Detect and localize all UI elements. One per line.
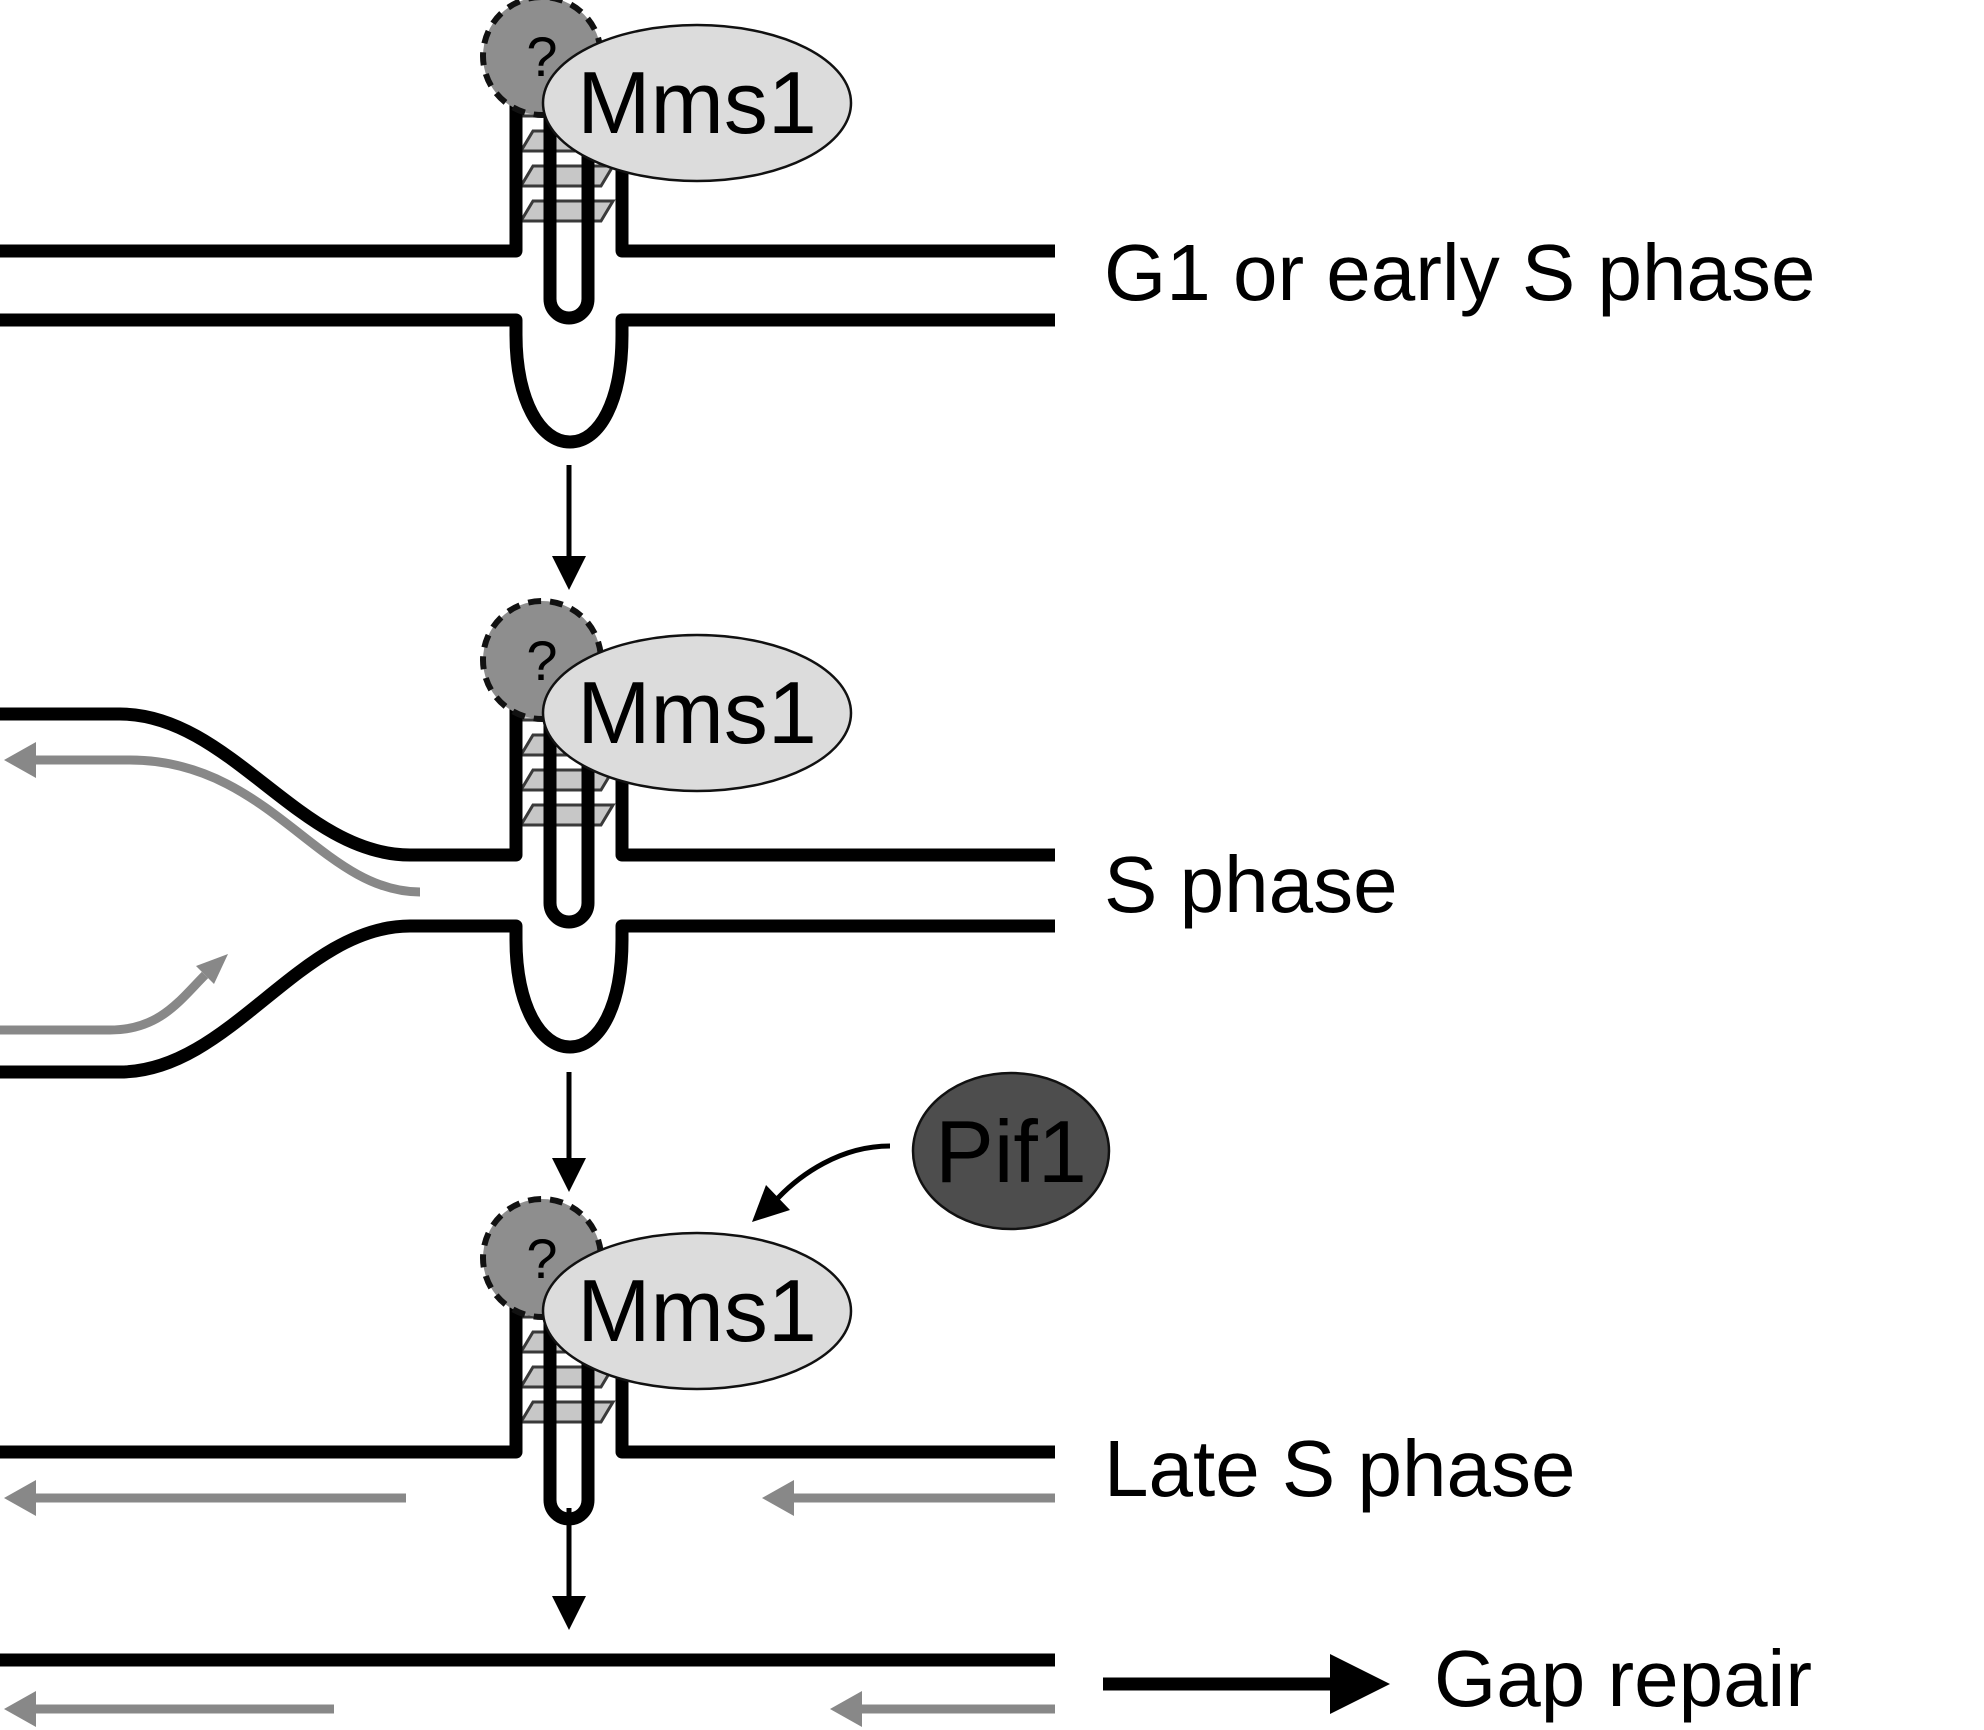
mms1-protein — [541, 23, 853, 183]
mms1-label: Mms1 — [577, 1261, 817, 1360]
stage-label-g1: G1 or early S phase — [1104, 228, 1815, 317]
nascent-arrowhead — [196, 954, 228, 984]
outcome-label: Gap repair — [1434, 1634, 1812, 1723]
mms1-label: Mms1 — [577, 53, 817, 152]
unknown-factor-label: ? — [526, 629, 557, 692]
mms1-protein — [541, 1231, 853, 1391]
pif1-protein — [911, 1071, 1111, 1231]
nascent-arrowhead — [4, 742, 36, 778]
mms1-protein — [541, 633, 853, 793]
stage-label-s: S phase — [1104, 840, 1398, 929]
progression-arrow — [552, 465, 586, 590]
dna-bottom-strand — [0, 313, 1055, 449]
pif1-recruit-arrowhead — [752, 1185, 790, 1222]
nascent-arrowhead — [4, 1691, 36, 1727]
outcome-arrowhead — [1330, 1654, 1390, 1714]
stage-g1: ? Mms1 G1 or early S phase — [0, 0, 1815, 449]
unknown-factor-label: ? — [526, 1227, 557, 1290]
stage-s: ? Mms1 S phase — [0, 598, 1398, 1079]
nascent-strand-lagging — [0, 971, 209, 1035]
nascent-strand-leading — [30, 755, 421, 897]
nascent-arrowhead — [830, 1691, 862, 1727]
pif1-label: Pif1 — [935, 1102, 1087, 1201]
nascent-arrowhead — [4, 1480, 36, 1516]
pif1-recruit-arrow — [776, 1143, 891, 1200]
progression-arrow — [552, 1508, 586, 1630]
stage-gap-repair: Gap repair — [0, 1634, 1812, 1727]
mms1-label: Mms1 — [577, 663, 817, 762]
stage-label-late-s: Late S phase — [1104, 1424, 1575, 1513]
dna-bottom-strand — [0, 919, 1055, 1079]
nascent-arrowhead — [762, 1480, 794, 1516]
stage-late-s: ? Mms1 Pif1 Late S phase — [0, 1071, 1575, 1519]
progression-arrow — [552, 1072, 586, 1192]
